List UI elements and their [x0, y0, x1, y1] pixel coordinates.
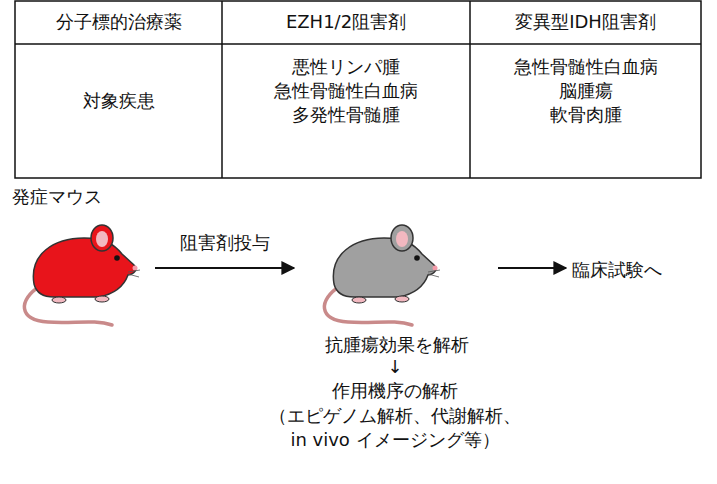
table-rule — [469, 1, 471, 178]
table-cell-text: 軟骨肉腫 — [470, 104, 701, 126]
table-cell-text: 急性骨髄性白血病 — [222, 80, 470, 102]
note-text: （エピゲノム解析、代謝解析、 in vivo イメージング等） — [258, 404, 532, 452]
table-cell-text: 急性骨髄性白血病 — [470, 56, 701, 78]
figure-node: 抗腫瘍効果を解析 — [300, 212, 494, 358]
figure-node: 発症マウス — [12, 186, 151, 334]
table-cell-text: 悪性リンパ腫 — [222, 56, 470, 78]
flow-arrow — [155, 267, 294, 269]
table-cell-text: 脳腫瘍 — [470, 80, 701, 102]
table-cell-text: EZH1/2阻害剤 — [222, 11, 470, 33]
table-cell-text: 分子標的治療薬 — [15, 11, 222, 33]
flow-arrow — [498, 267, 566, 269]
note-text: 作用機序の解析 — [295, 380, 495, 402]
arrow-label: 阻害剤投与 — [178, 232, 272, 254]
table-rule — [221, 1, 223, 178]
note-text: ↓ — [345, 356, 445, 378]
node-text: 臨床試験へ — [572, 259, 686, 281]
table-cell-text: 対象疾患 — [15, 90, 222, 112]
figure-node: 臨床試験へ — [572, 259, 686, 283]
diseased-mouse — [24, 225, 140, 325]
node-text: 抗腫瘍効果を解析 — [300, 334, 494, 356]
node-text: 発症マウス — [12, 186, 151, 208]
table-cell-text: 多発性骨髄腫 — [222, 104, 470, 126]
table-rule — [15, 43, 701, 45]
table-cell-text: 変異型IDH阻害剤 — [470, 11, 701, 33]
table-border — [15, 1, 701, 178]
treated-mouse — [324, 225, 440, 325]
